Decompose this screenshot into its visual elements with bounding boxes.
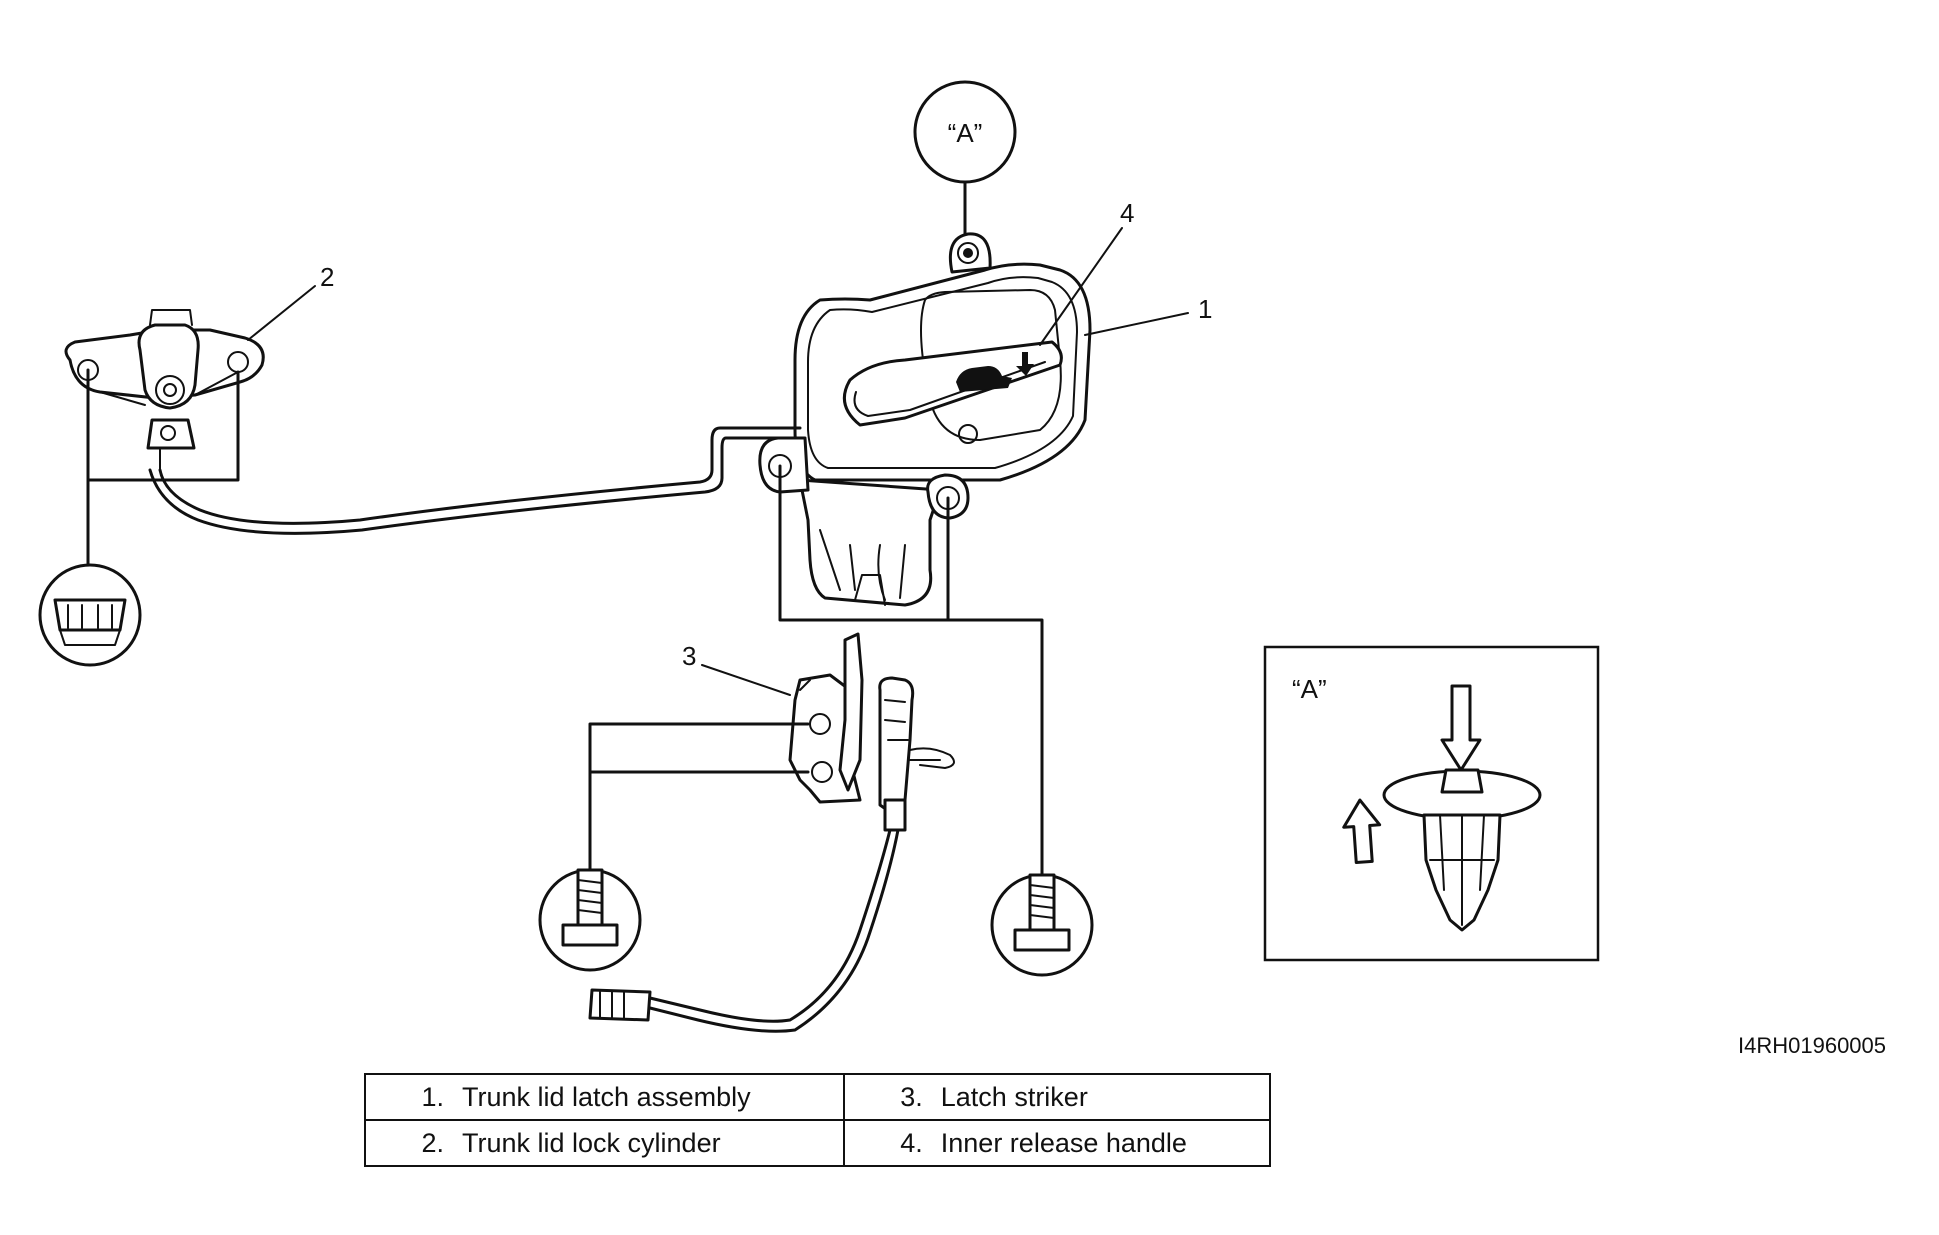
parts-legend: 1.Trunk lid latch assembly 3.Latch strik…	[364, 1073, 1272, 1167]
callout-4: 4	[1120, 198, 1134, 228]
nut-icon	[38, 563, 142, 667]
callout-1: 1	[1198, 294, 1212, 324]
detail-a-inset: “A”	[1263, 645, 1600, 962]
detail-a-label: “A”	[948, 118, 983, 148]
striker-harness	[588, 828, 900, 1033]
callout-2: 2	[320, 262, 334, 292]
callout-3: 3	[682, 641, 696, 671]
trunk-lid-latch-assembly	[758, 232, 1092, 607]
legend-item-3: 3.Latch striker	[842, 1073, 1272, 1121]
figure-id: I4RH01960005	[1738, 1033, 1887, 1058]
latch-striker	[788, 632, 955, 832]
legend-item-1: 1.Trunk lid latch assembly	[364, 1073, 845, 1121]
bolt-icon-left	[538, 868, 642, 972]
bolt-icon-right	[990, 873, 1094, 977]
trunk-lid-lock-cylinder	[64, 309, 265, 471]
legend-item-2: 2.Trunk lid lock cylinder	[364, 1119, 845, 1167]
inset-label: “A”	[1292, 674, 1327, 704]
lock-cable	[148, 426, 802, 535]
legend-item-4: 4.Inner release handle	[842, 1119, 1272, 1167]
detail-a-callout: “A”	[913, 80, 1017, 247]
